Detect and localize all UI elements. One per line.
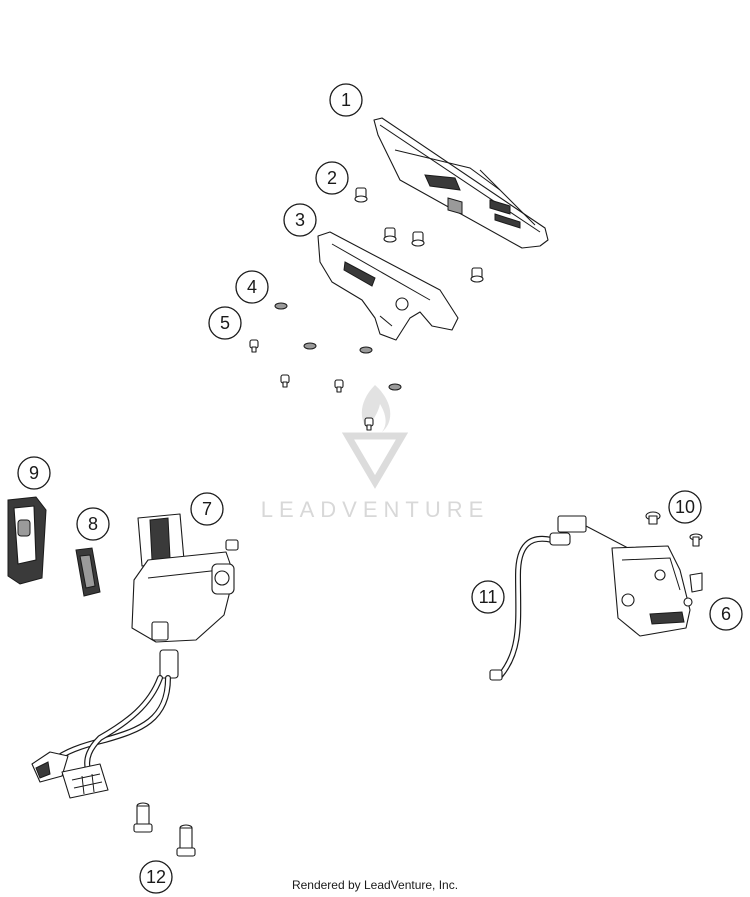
svg-text:2: 2 (327, 168, 337, 188)
svg-text:10: 10 (675, 497, 695, 517)
svg-text:8: 8 (88, 514, 98, 534)
watermark: LEADVENTURE (261, 385, 490, 522)
svg-text:6: 6 (721, 604, 731, 624)
footer-credit: Rendered by LeadVenture, Inc. (291, 878, 459, 892)
svg-text:4: 4 (247, 277, 257, 297)
callout-8[interactable]: 8 (76, 507, 110, 541)
part-8-cover (75, 547, 101, 597)
callout-5[interactable]: 5 (208, 306, 242, 340)
leadventure-logo-icon (341, 385, 409, 489)
svg-text:5: 5 (220, 313, 230, 333)
svg-text:1: 1 (341, 90, 351, 110)
part-1-display (373, 117, 549, 249)
callout-10[interactable]: 10 (668, 490, 702, 524)
part-12-bolts (133, 802, 196, 857)
callout-4[interactable]: 4 (235, 270, 269, 304)
part-2-grommets (354, 187, 484, 283)
svg-text:7: 7 (202, 499, 212, 519)
part-11-cable (489, 532, 571, 681)
part-5-screws (249, 339, 374, 431)
part-7-ignition-unit (31, 513, 239, 799)
svg-text:11: 11 (479, 587, 498, 607)
svg-text:3: 3 (295, 210, 305, 230)
callout-7[interactable]: 7 (190, 492, 224, 526)
part-3-holder (317, 231, 459, 341)
part-4-washers (274, 302, 402, 391)
part-9-key-fob (7, 496, 47, 585)
callout-12[interactable]: 12 (139, 860, 173, 894)
callout-11[interactable]: 11 (471, 580, 505, 614)
callout-2[interactable]: 2 (315, 161, 349, 195)
watermark-text: LEADVENTURE (261, 497, 490, 522)
callout-1[interactable]: 1 (329, 83, 363, 117)
svg-text:9: 9 (29, 463, 39, 483)
part-6-control-unit (557, 515, 703, 637)
part-10-screws (645, 511, 703, 547)
callout-3[interactable]: 3 (283, 203, 317, 237)
svg-text:12: 12 (146, 867, 166, 887)
callout-6[interactable]: 6 (709, 597, 743, 631)
callout-9[interactable]: 9 (17, 456, 51, 490)
